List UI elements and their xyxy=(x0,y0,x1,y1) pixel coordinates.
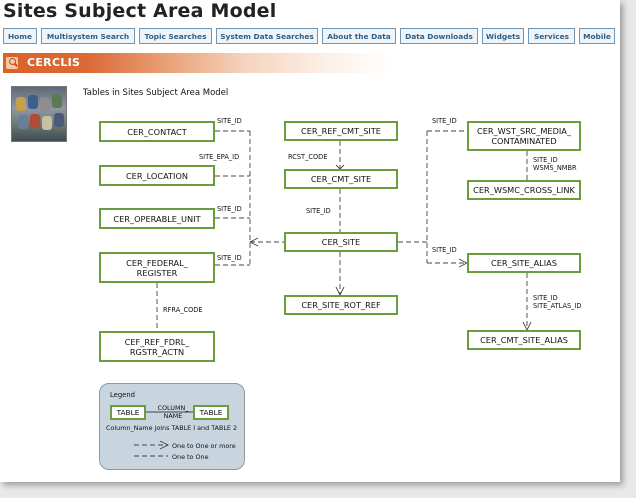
table-cer-contact[interactable]: CER_CONTACT xyxy=(99,121,215,142)
page-title: Sites Subject Area Model xyxy=(3,0,277,22)
table-cer-site[interactable]: CER_SITE xyxy=(284,232,398,252)
join-label: SITE_ID xyxy=(217,117,242,125)
legend-lines xyxy=(134,411,193,457)
table-cer-federal-register[interactable]: CER_FEDERAL_ REGISTER xyxy=(99,252,215,283)
legend-table-right: TABLE xyxy=(193,405,229,420)
nav-mobile[interactable]: Mobile xyxy=(579,28,615,44)
table-cer-location[interactable]: CER_LOCATION xyxy=(99,165,215,186)
page: Sites Subject Area Model Home Multisyste… xyxy=(0,0,620,482)
join-label: SITE_EPA_ID xyxy=(199,153,240,161)
nav-home[interactable]: Home xyxy=(3,28,37,44)
nav-data-downloads[interactable]: Data Downloads xyxy=(400,28,478,44)
table-cer-operable-unit[interactable]: CER_OPERABLE_UNIT xyxy=(99,208,215,229)
nav-topic-searches[interactable]: Topic Searches xyxy=(139,28,212,44)
table-cef-ref-fdrl-rgstr-actn[interactable]: CEF_REF_FDRL_ RGSTR_ACTN xyxy=(99,331,215,362)
join-label: SITE_ID xyxy=(533,156,558,164)
join-label: SITE_ID xyxy=(217,254,242,262)
nav-multisystem-search[interactable]: Multisystem Search xyxy=(41,28,135,44)
join-label: SITE_ID xyxy=(432,117,457,125)
legend-panel: Legend TABLE COLUMN_ NAME TABLE Column_N… xyxy=(99,383,245,470)
join-label: SITE_ID xyxy=(432,246,457,254)
join-label: SITE_ATLAS_ID xyxy=(533,302,582,310)
legend-join-note: Column_Name joins TABLE I and TABLE 2 xyxy=(106,424,238,432)
nav-about-the-data[interactable]: About the Data xyxy=(322,28,396,44)
join-label: SITE_ID xyxy=(306,207,331,215)
section-banner: CERCLIS xyxy=(3,53,390,73)
search-icon xyxy=(6,57,18,69)
table-cer-cmt-site-alias[interactable]: CER_CMT_SITE_ALIAS xyxy=(467,330,581,350)
table-cer-site-rot-ref[interactable]: CER_SITE_ROT_REF xyxy=(284,295,398,315)
join-label: WSMS_NMBR xyxy=(533,164,577,172)
join-label: RFRA_CODE xyxy=(163,306,203,314)
legend-column-name: COLUMN_ NAME xyxy=(157,404,189,420)
barrels-photo xyxy=(11,86,67,142)
top-navigation: Home Multisystem Search Topic Searches S… xyxy=(3,28,615,46)
legend-title: Legend xyxy=(110,391,135,399)
join-label: RCST_CODE xyxy=(288,153,328,161)
diagram-subtitle: Tables in Sites Subject Area Model xyxy=(83,88,229,98)
legend-one-to-one: One to One xyxy=(172,453,209,461)
legend-table-left: TABLE xyxy=(110,405,146,420)
legend-one-to-many: One to One or more xyxy=(172,442,236,450)
table-cer-cmt-site[interactable]: CER_CMT_SITE xyxy=(284,169,398,189)
banner-title: CERCLIS xyxy=(27,56,81,69)
table-cer-site-alias[interactable]: CER_SITE_ALIAS xyxy=(467,253,581,273)
join-label: SITE_ID xyxy=(533,294,558,302)
table-cer-wsmc-cross-link[interactable]: CER_WSMC_CROSS_LINK xyxy=(467,180,581,200)
table-cer-wst-src-media-contaminated[interactable]: CER_WST_SRC_MEDIA_ CONTAMINATED xyxy=(467,121,581,151)
nav-system-data-searches[interactable]: System Data Searches xyxy=(216,28,318,44)
join-label: SITE_ID xyxy=(217,205,242,213)
nav-widgets[interactable]: Widgets xyxy=(482,28,524,44)
nav-services[interactable]: Services xyxy=(528,28,575,44)
table-cer-ref-cmt-site[interactable]: CER_REF_CMT_SITE xyxy=(284,121,398,141)
